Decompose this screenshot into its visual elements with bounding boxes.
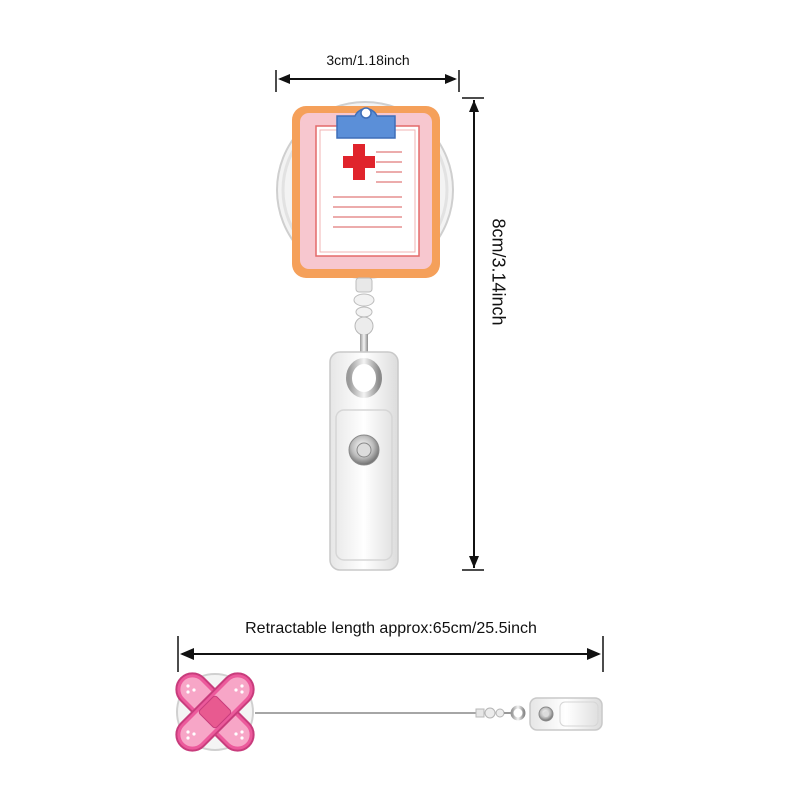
badge-reel: [276, 101, 454, 571]
height-dimension: [462, 97, 484, 571]
width-label: 3cm/1.18inch: [326, 52, 410, 68]
bandage-charm-icon: [175, 672, 255, 752]
width-dimension: [275, 70, 460, 92]
clipboard-charm: [292, 106, 440, 278]
swivel-connector: [353, 277, 375, 360]
height-label: 8cm/3.14inch: [488, 218, 509, 326]
extended-reel: [175, 672, 603, 752]
retract-length-label: Retractable length approx:65cm/25.5inch: [245, 620, 537, 637]
strap-clip: [329, 351, 399, 571]
retract-dimension: [177, 636, 604, 672]
red-cross-icon: [343, 144, 375, 180]
small-swivel: [475, 705, 526, 721]
small-strap-clip: [529, 697, 603, 731]
